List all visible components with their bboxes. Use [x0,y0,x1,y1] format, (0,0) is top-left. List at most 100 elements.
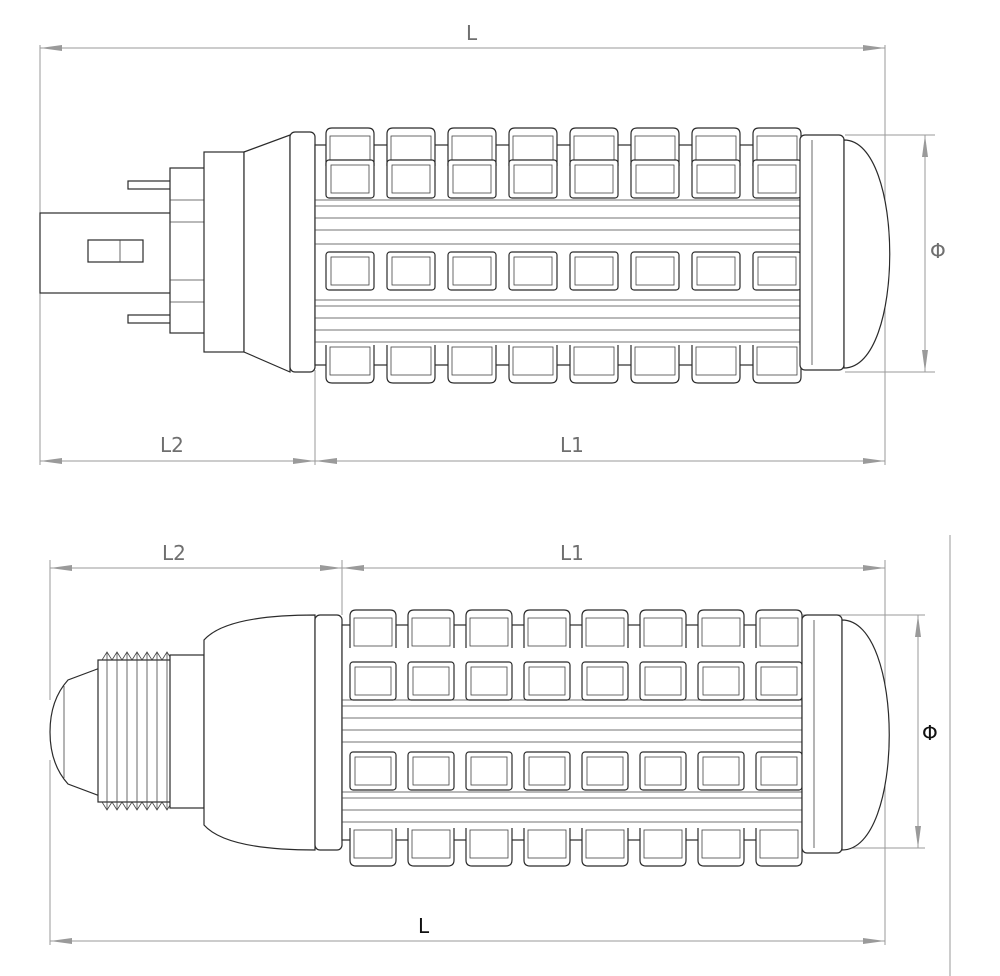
led-module-inner [527,829,567,859]
led-module-inner [469,617,509,647]
led-module [523,609,571,648]
led-module-top [523,609,571,648]
led-module-inner [470,756,508,786]
led-module [639,609,687,648]
led-module-bottom [691,345,741,384]
led-module-inner [696,256,736,286]
led-module-frame [349,661,397,701]
led-module [508,127,558,166]
led-module [697,828,745,867]
led-module-inner [756,346,798,376]
led-module-inner [329,346,371,376]
top-led-grid [325,127,802,384]
led-module [581,661,629,701]
led-module [581,609,629,648]
top-base-plug [169,131,316,373]
led-module [752,159,802,199]
led-module-inner [353,829,393,859]
top-dimension-L2-L1: L2 L1 [40,370,885,465]
led-module-top [691,127,741,166]
led-module [447,251,497,291]
led-module-bottom [697,828,745,867]
led-module [569,127,619,166]
led-module-frame [752,159,802,199]
top-label-diameter: Φ [930,239,946,263]
led-module-frame [386,251,436,291]
led-module [630,159,680,199]
led-module-top [697,609,745,648]
led-module-frame [447,251,497,291]
led-module-frame [407,751,455,791]
led-module [752,251,802,291]
led-module [691,127,741,166]
led-module [691,251,741,291]
led-module-inner [644,756,682,786]
led-module-inner [411,829,451,859]
top-label-L1: L1 [560,433,584,457]
led-module [325,251,375,291]
led-module-inner [512,346,554,376]
led-module-frame [581,751,629,791]
led-module [407,828,455,867]
led-module-frame [523,661,571,701]
bottom-label-L2: L2 [162,541,186,565]
top-led-body [314,127,802,384]
led-module-inner [391,256,431,286]
bottom-lamp-screw-base: L2 L1 L Φ [49,535,951,976]
led-module [508,159,558,199]
led-module-inner [391,164,431,194]
led-module [755,828,803,867]
led-module-inner [412,666,450,696]
led-module-inner [644,666,682,696]
led-module [447,345,497,384]
top-base-pins [39,180,181,324]
led-module-bottom [630,345,680,384]
led-module [349,609,397,648]
led-module [386,345,436,384]
led-module-bottom [465,828,513,867]
led-module-inner [353,617,393,647]
led-module-inner [330,164,370,194]
led-module-frame [752,251,802,291]
led-module-inner [390,346,432,376]
led-module-inner [760,756,798,786]
led-module-inner [701,829,741,859]
led-module [697,751,745,791]
led-module-inner [330,256,370,286]
led-module-frame [508,251,558,291]
led-module-inner [760,666,798,696]
led-module-bottom [581,828,629,867]
bottom-dimension-L: L [49,535,951,976]
led-module [755,609,803,648]
led-module [349,661,397,701]
led-module-inner [513,256,553,286]
led-module-frame [569,251,619,291]
led-module-frame [691,251,741,291]
led-module [447,159,497,199]
led-module-frame [697,751,745,791]
led-module-inner [759,617,799,647]
led-module [508,251,558,291]
led-module [569,159,619,199]
led-module-top [407,609,455,648]
led-module [523,828,571,867]
led-module [630,127,680,166]
led-module [386,159,436,199]
led-module [697,609,745,648]
led-module-inner [634,346,676,376]
led-module [581,828,629,867]
top-label-L: L [466,21,478,45]
bottom-label-diameter: Φ [922,721,938,745]
led-module-frame [630,251,680,291]
led-module-frame [349,751,397,791]
led-module-bottom [407,828,455,867]
led-module-top [755,609,803,648]
led-module [569,345,619,384]
led-module [569,251,619,291]
led-module [752,345,802,384]
led-module-top [581,609,629,648]
led-module [752,127,802,166]
led-module-top [569,127,619,166]
bottom-screw-base [49,614,343,851]
